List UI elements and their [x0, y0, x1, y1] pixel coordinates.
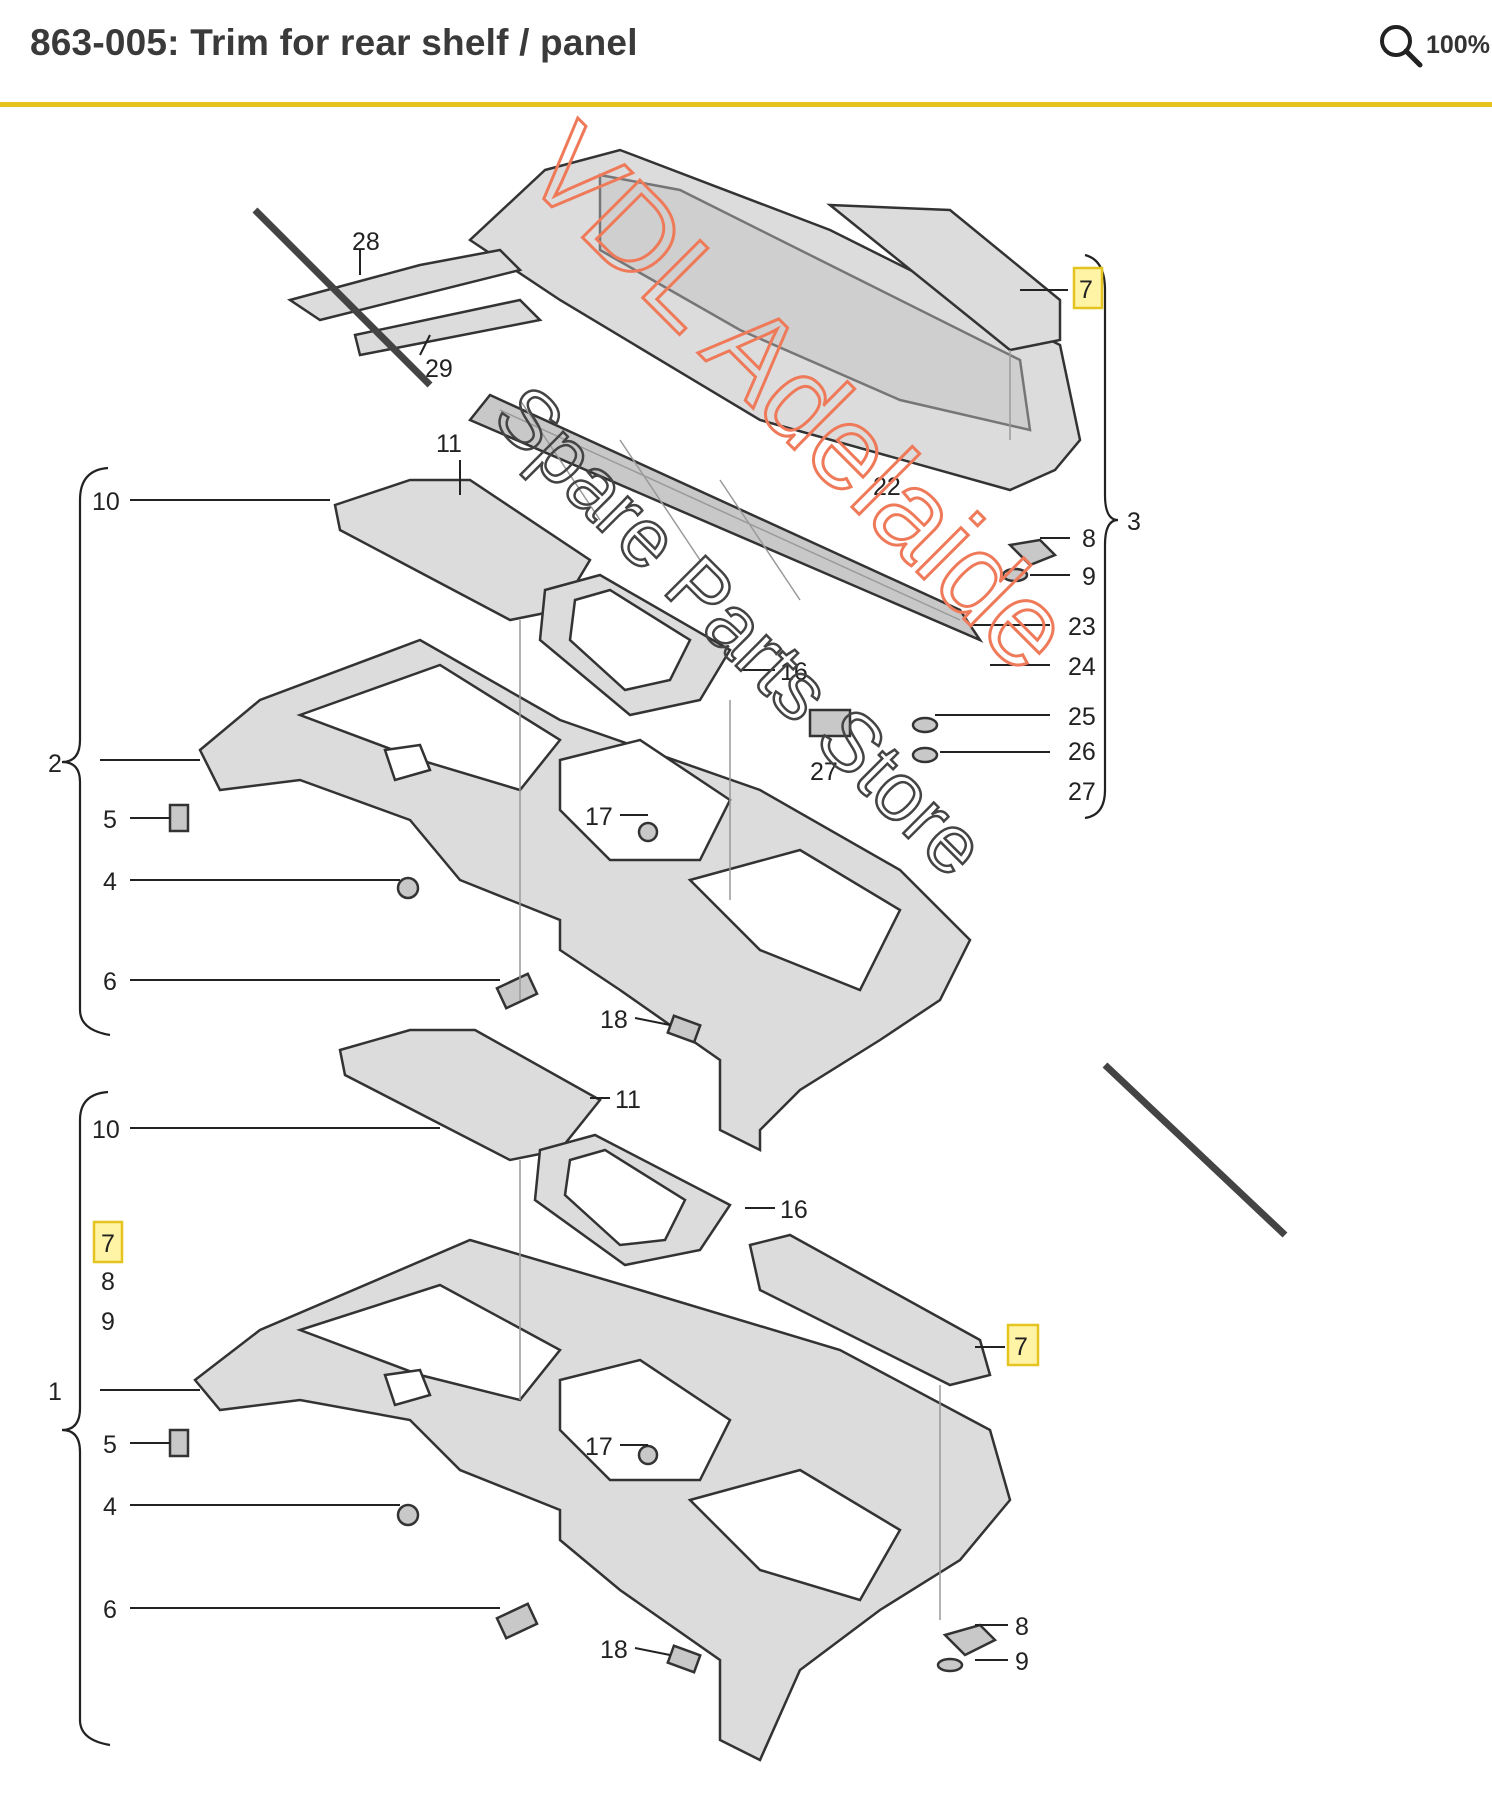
callout-2: 2 — [48, 750, 62, 778]
callout-4-lower: 4 — [103, 1493, 117, 1521]
callout-27-left: 27 — [810, 758, 838, 786]
callout-11-upper: 11 — [436, 430, 462, 458]
callout-9-lower-left: 9 — [101, 1308, 115, 1336]
callout-8-upper: 8 — [1082, 525, 1096, 553]
page-title: 863-005: Trim for rear shelf / panel — [30, 22, 638, 63]
callout-23: 23 — [1068, 613, 1096, 641]
callout-8-lower-left: 8 — [101, 1268, 115, 1296]
guide-lines — [519, 350, 1011, 1620]
lower-panel-7 — [748, 1233, 992, 1387]
callout-1: 1 — [48, 1378, 62, 1406]
callout-17-lower: 17 — [585, 1433, 613, 1461]
callout-17-upper: 17 — [585, 803, 613, 831]
upper-shelf-assembly — [467, 148, 1082, 643]
trim-strips — [287, 248, 543, 357]
callout-24: 24 — [1068, 653, 1096, 681]
callout-28: 28 — [352, 228, 380, 256]
callout-16-lower: 16 — [780, 1196, 808, 1224]
callout-10-lower: 10 — [92, 1116, 120, 1144]
callout-25: 25 — [1068, 703, 1096, 731]
callout-6-lower: 6 — [103, 1596, 117, 1624]
callout-labels: 28 29 11 22 7 3 8 9 10 23 24 16 25 26 27… — [48, 228, 1141, 1676]
callout-7-upper: 7 — [1079, 276, 1093, 304]
lower-parcel-shelf — [193, 1238, 1012, 1762]
callout-6-upper: 6 — [103, 968, 117, 996]
leader-lines — [100, 250, 1070, 1661]
callout-18-upper: 18 — [600, 1006, 628, 1034]
callout-7-lower-right: 7 — [1014, 1333, 1028, 1361]
callout-5-lower: 5 — [103, 1431, 117, 1459]
exploded-parts-diagram: .part { fill:#dcdcdc; stroke:#333; strok… — [48, 148, 1141, 1762]
zoom-level: 100% — [1426, 30, 1490, 59]
callout-4-upper: 4 — [103, 868, 117, 896]
callout-3: 3 — [1127, 508, 1141, 536]
upper-parcel-shelf — [198, 638, 972, 1153]
callout-16-upper: 16 — [780, 658, 808, 686]
magnifier-icon — [1380, 25, 1423, 68]
header-divider — [0, 102, 1492, 107]
zoom-control[interactable]: 100% — [1376, 20, 1490, 70]
header-bar: 863-005: Trim for rear shelf / panel 100… — [0, 0, 1492, 104]
callout-22: 22 — [873, 473, 901, 501]
group-brackets — [61, 253, 1119, 1747]
callout-29: 29 — [425, 355, 453, 383]
callout-18-lower: 18 — [600, 1636, 628, 1664]
callout-9-lower-right: 9 — [1015, 1648, 1029, 1676]
callout-27-right: 27 — [1068, 778, 1096, 806]
callout-5-upper: 5 — [103, 806, 117, 834]
callout-8-lower-right: 8 — [1015, 1613, 1029, 1641]
callout-7-lower-left: 7 — [101, 1230, 115, 1258]
lower-panel-10 — [338, 1028, 602, 1162]
callout-10-upper: 10 — [92, 488, 120, 516]
callout-9-upper: 9 — [1082, 563, 1096, 591]
callout-11-lower: 11 — [615, 1086, 641, 1114]
callout-26: 26 — [1068, 738, 1096, 766]
